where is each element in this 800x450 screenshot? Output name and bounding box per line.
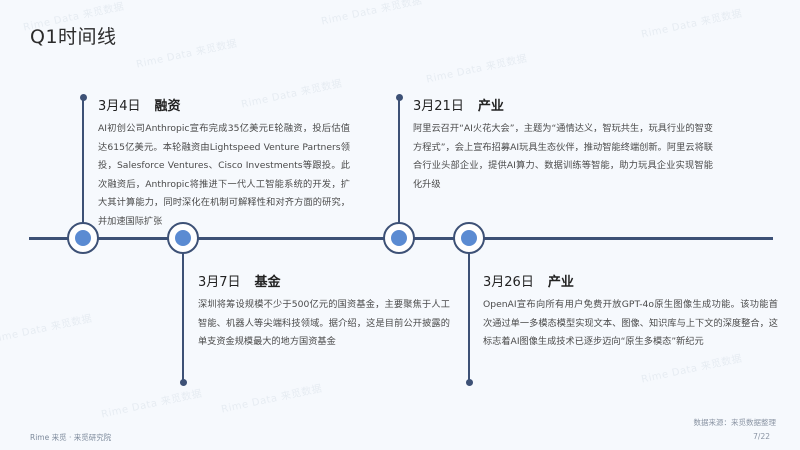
event-date: 3月7日 <box>198 275 241 290</box>
node-dot-icon <box>391 230 407 246</box>
connector-dot-1 <box>80 94 87 101</box>
watermark: Rime Data 来觅数据 <box>425 53 529 86</box>
page-title: Q1时间线 <box>30 26 117 48</box>
connector-line-1 <box>82 98 84 224</box>
timeline-node-4 <box>453 222 485 254</box>
event-card: 3月21日 产业 阿里云召开“AI火花大会”，主题为“通情达义，智玩共生，玩具行… <box>413 95 713 194</box>
watermark: Rime Data 来觅数据 <box>640 8 744 41</box>
event-date: 3月4日 <box>98 99 141 114</box>
page-number: 7/22 <box>753 432 770 441</box>
connector-dot-2 <box>180 379 187 386</box>
timeline-node-2 <box>167 222 199 254</box>
connector-line-3 <box>398 98 400 224</box>
event-description: 深圳将筹设规模不少于500亿元的国资基金，主要聚焦于人工智能、机器人等尖端科技领… <box>198 299 450 347</box>
event-category: 产业 <box>547 275 574 290</box>
event-header: 3月7日 基金 <box>198 271 450 290</box>
event-category: 基金 <box>254 275 281 290</box>
timeline-node-1 <box>67 222 99 254</box>
watermark: Rime Data 来觅数据 <box>220 383 324 416</box>
event-date: 3月26日 <box>483 275 534 290</box>
watermark: Rime Data 来觅数据 <box>100 388 204 421</box>
connector-line-4 <box>468 252 470 380</box>
event-header: 3月21日 产业 <box>413 95 713 114</box>
connector-line-2 <box>182 252 184 380</box>
node-dot-icon <box>175 230 191 246</box>
event-card: 3月26日 产业 OpenAI宣布向所有用户免费开放GPT-4o原生图像生成功能… <box>483 271 778 352</box>
event-category: 产业 <box>477 99 504 114</box>
node-dot-icon <box>461 230 477 246</box>
event-card: 3月4日 融资 AI初创公司Anthropic宣布完成35亿美元E轮融资，投后估… <box>98 95 350 231</box>
connector-dot-3 <box>396 94 403 101</box>
watermark: Rime Data 来觅数据 <box>320 0 424 28</box>
event-date: 3月21日 <box>413 99 464 114</box>
event-description: OpenAI宣布向所有用户免费开放GPT-4o原生图像生成功能。该功能首次通过单… <box>483 299 778 347</box>
timeline-node-3 <box>383 222 415 254</box>
event-description: AI初创公司Anthropic宣布完成35亿美元E轮融资，投后估值达615亿美元… <box>98 123 350 227</box>
event-card: 3月7日 基金 深圳将筹设规模不少于500亿元的国资基金，主要聚焦于人工智能、机… <box>198 271 450 352</box>
node-dot-icon <box>75 230 91 246</box>
connector-dot-4 <box>466 379 473 386</box>
event-header: 3月4日 融资 <box>98 95 350 114</box>
watermark: Rime Data 来觅数据 <box>135 38 239 71</box>
event-header: 3月26日 产业 <box>483 271 778 290</box>
data-source: 数据来源：来觅数据整理 <box>693 418 777 427</box>
event-description: 阿里云召开“AI火花大会”，主题为“通情达义，智玩共生，玩具行业的智变方程式”，… <box>413 123 713 190</box>
watermark: Rime Data 来觅数据 <box>640 353 744 386</box>
footer-brand: Rime 来觅 · 来觅研究院 <box>30 433 112 442</box>
watermark: Rime Data 来觅数据 <box>0 313 94 346</box>
event-category: 融资 <box>154 99 181 114</box>
